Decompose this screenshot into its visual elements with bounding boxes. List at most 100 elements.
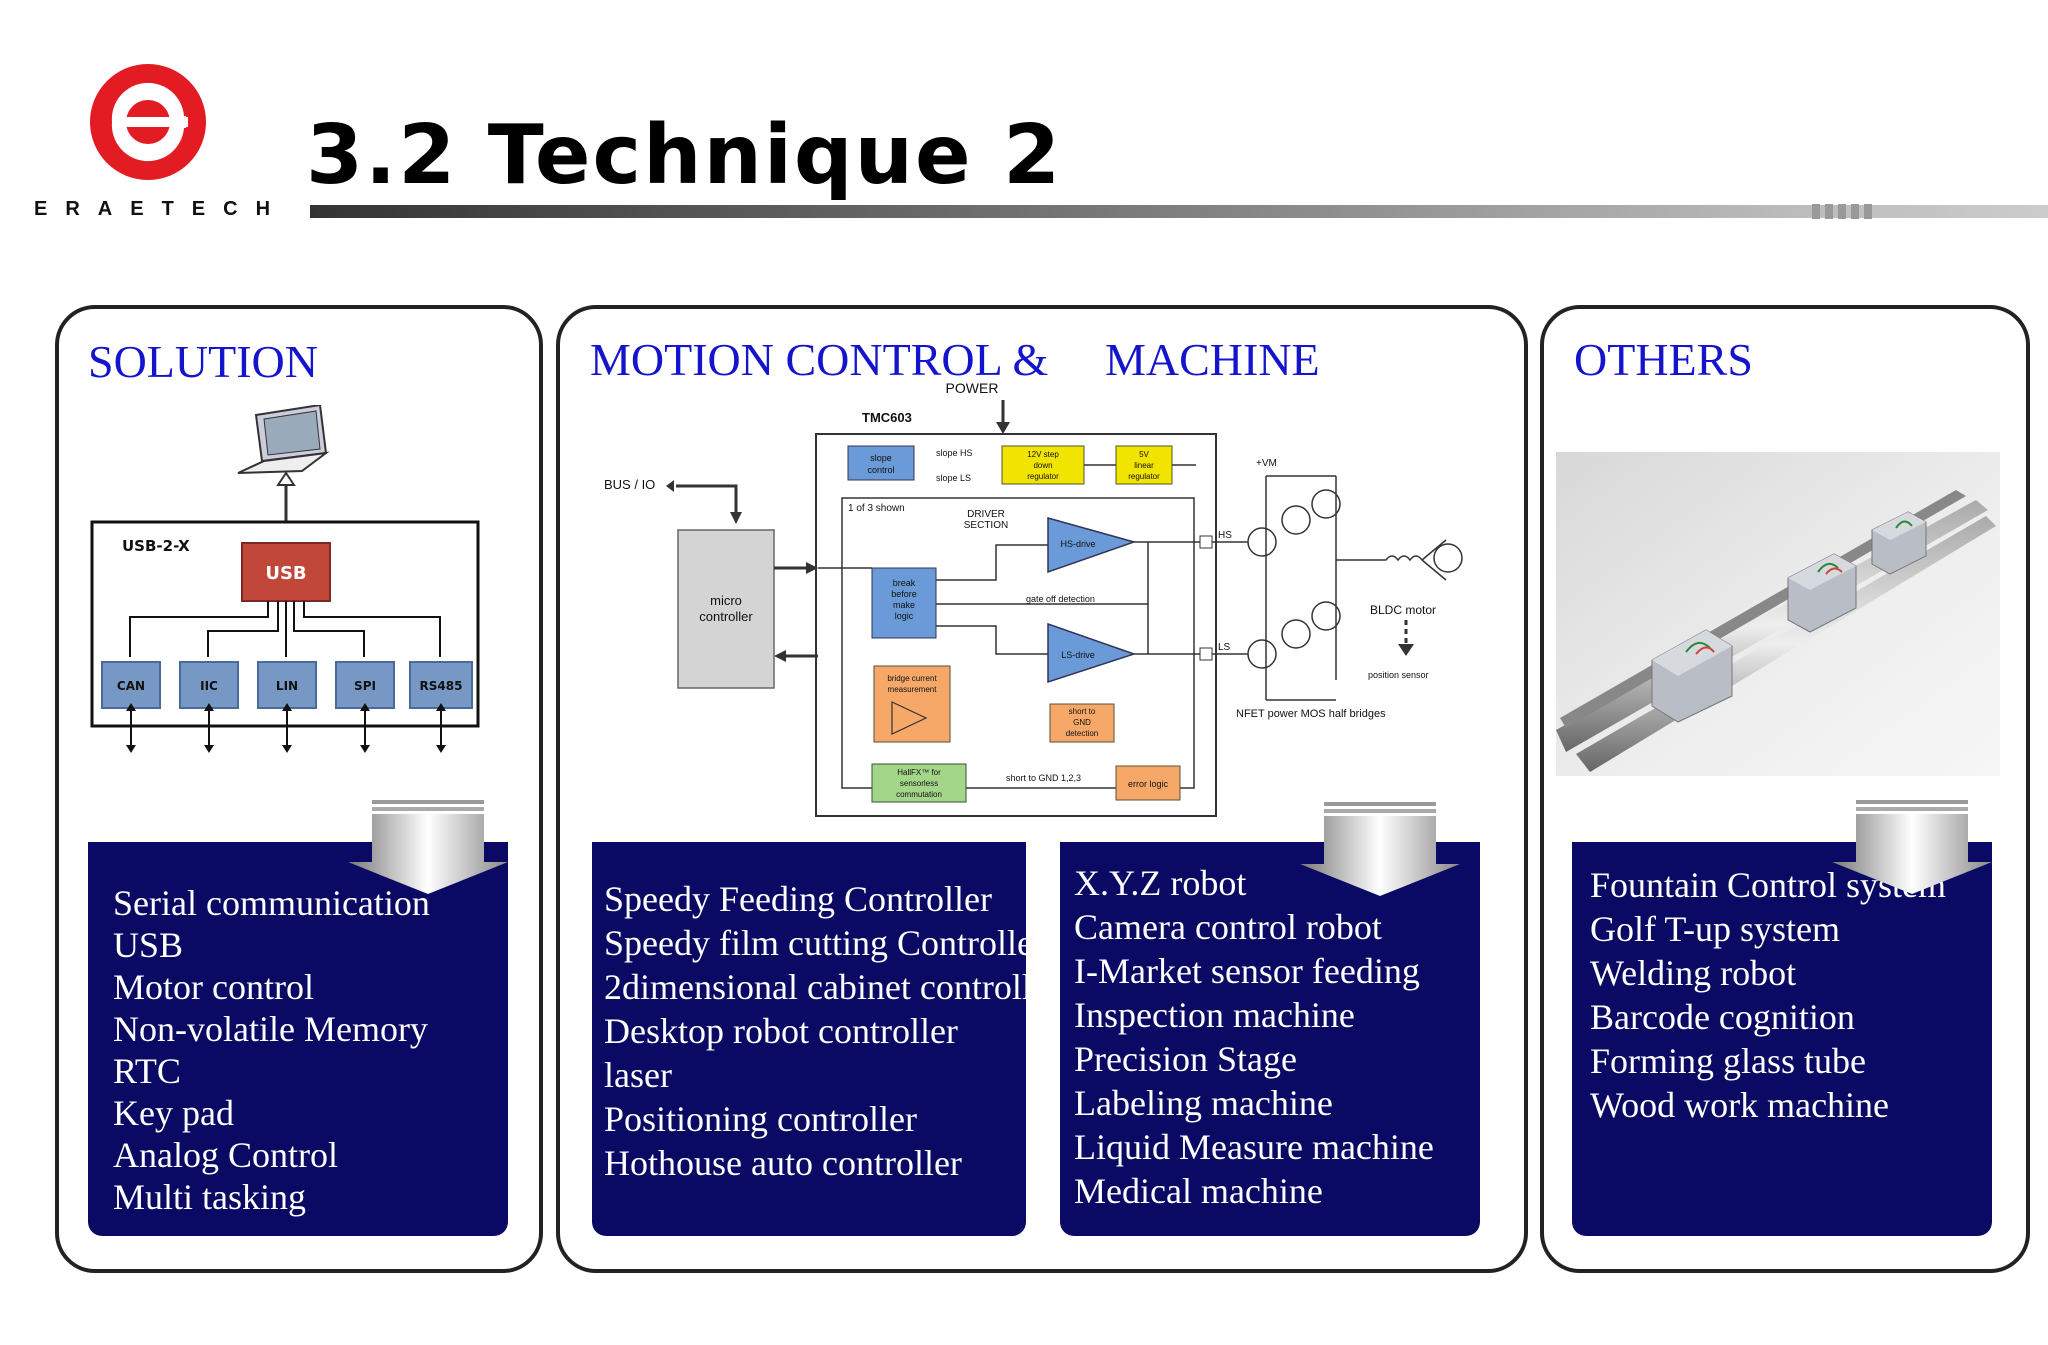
- list-item: Speedy film cutting Controller: [604, 923, 1026, 963]
- reg12-label-2: down: [1033, 461, 1052, 470]
- short-gnd-det-label-2: GND: [1073, 718, 1091, 727]
- gate-off-label: gate off detection: [1026, 594, 1095, 604]
- hallfx-label-1: HallFX™ for: [897, 768, 941, 777]
- usb-2-x-label: USB-2-X: [122, 537, 190, 555]
- list-item: Medical machine: [1074, 1171, 1323, 1211]
- slope-hs-label: slope HS: [936, 448, 973, 458]
- list-item: X.Y.Z robot: [1074, 863, 1247, 903]
- reg12-label-3: regulator: [1027, 472, 1059, 481]
- list-item: Serial communication: [113, 883, 430, 923]
- hallfx-label-3: commutation: [896, 790, 942, 799]
- list-item: RTC: [113, 1051, 181, 1091]
- list-item: Camera control robot: [1074, 907, 1382, 947]
- slope-control-label-2: control: [867, 465, 894, 475]
- position-sensor-label: position sensor: [1368, 670, 1429, 680]
- interface-iic: IIC: [200, 679, 218, 693]
- micro-label: micro: [710, 593, 742, 608]
- ls-drive-label: LS-drive: [1061, 650, 1095, 660]
- interface-spi: SPI: [354, 679, 376, 693]
- hallfx-label-2: sensorless: [900, 779, 938, 788]
- nfet-label: NFET power MOS half bridges: [1236, 708, 1386, 720]
- list-item: USB: [113, 925, 184, 965]
- bridge-current-label-2: measurement: [888, 685, 938, 694]
- list-item: laser: [604, 1055, 672, 1095]
- tmc603-block-diagram: POWER TMC603 BUS / IO micro controller s…: [604, 380, 1463, 817]
- down-arrow-icon: [1832, 800, 1992, 894]
- list-item: Speedy Feeding Controller: [604, 879, 992, 919]
- list-item: Key pad: [113, 1093, 234, 1133]
- solution-list-box: Serial communication USB Motor control N…: [88, 842, 508, 1236]
- list-item: Wood work machine: [1590, 1085, 1890, 1125]
- logo-wordmark: ERAETECH: [34, 198, 289, 220]
- title-underline-bar: [310, 205, 2048, 218]
- ls-pin-label: LS: [1218, 642, 1231, 653]
- bus-io-label: BUS / IO: [604, 477, 655, 492]
- bbm-label-2: before: [891, 589, 917, 599]
- bbm-label-1: break: [893, 578, 916, 588]
- slope-control-label-1: slope: [870, 453, 892, 463]
- hs-pin-label: HS: [1218, 530, 1232, 541]
- list-item: Precision Stage: [1074, 1039, 1297, 1079]
- list-item: Motor control: [113, 967, 314, 1007]
- error-logic-label: error logic: [1128, 779, 1169, 789]
- slope-ls-label: slope LS: [936, 473, 971, 483]
- others-title: OTHERS: [1574, 334, 1753, 385]
- list-item: Analog Control: [113, 1135, 338, 1175]
- down-arrow-icon: [1300, 802, 1460, 896]
- reg12-label-1: 12V step: [1027, 450, 1059, 459]
- controller-label: controller: [699, 609, 753, 624]
- machine-title: MACHINE: [1105, 334, 1320, 385]
- list-item: Liquid Measure machine: [1074, 1127, 1434, 1167]
- others-list-box: Fountain Control system Golf T-up system…: [1572, 842, 1992, 1236]
- driver-section-label-2: SECTION: [964, 520, 1008, 531]
- interface-lin: LIN: [276, 679, 298, 693]
- bbm-label-3: make: [893, 600, 915, 610]
- motion-list-box-right: X.Y.Z robot Camera control robot I-Marke…: [1060, 842, 1480, 1236]
- others-list: Fountain Control system Golf T-up system…: [1590, 864, 1946, 1128]
- list-item: Barcode cognition: [1590, 997, 1855, 1037]
- bbm-label-4: logic: [895, 611, 914, 621]
- usb-2-x-diagram: USB-2-X USB CAN IIC LIN SPI RS485: [90, 405, 480, 753]
- linear-stage-photo: [1556, 452, 2000, 776]
- eraetech-logo-icon: [90, 64, 206, 180]
- bldc-motor-label: BLDC motor: [1370, 603, 1436, 617]
- driver-section-label-1: DRIVER: [967, 509, 1005, 520]
- motion-list-box-left: Speedy Feeding Controller Speedy film cu…: [592, 842, 1026, 1236]
- list-item: Desktop robot controller: [604, 1011, 958, 1051]
- page-title: 3.2 Technique 2: [306, 108, 1063, 203]
- list-item: Forming glass tube: [1590, 1041, 1866, 1081]
- one-of-3-label: 1 of 3 shown: [848, 503, 905, 514]
- reg5-label-3: regulator: [1128, 472, 1160, 481]
- usb-block-label: USB: [265, 563, 306, 584]
- down-arrow-icon: [348, 800, 508, 894]
- list-item: Hothouse auto controller: [604, 1143, 962, 1183]
- motion-list-left: Speedy Feeding Controller Speedy film cu…: [604, 878, 1026, 1186]
- bridge-current-label-1: bridge current: [887, 674, 937, 683]
- list-item: Welding robot: [1590, 953, 1797, 993]
- motion-control-title: MOTION CONTROL &: [590, 334, 1049, 385]
- motion-list-right: X.Y.Z robot Camera control robot I-Marke…: [1074, 862, 1434, 1214]
- solution-list: Serial communication USB Motor control N…: [113, 882, 430, 1218]
- power-label: POWER: [946, 380, 999, 396]
- list-item: 2dimensional cabinet controller: [604, 967, 1026, 1007]
- list-item: I-Market sensor feeding: [1074, 951, 1420, 991]
- short-gnd-det-label-3: detection: [1066, 729, 1098, 738]
- list-item: Inspection machine: [1074, 995, 1355, 1035]
- list-item: Multi tasking: [113, 1177, 307, 1217]
- list-item: Golf T-up system: [1590, 909, 1841, 949]
- list-item: Non-volatile Memory: [113, 1009, 428, 1049]
- chip-label: TMC603: [862, 410, 912, 425]
- title-bar-blocks: [1812, 204, 1872, 219]
- reg5-label-2: linear: [1134, 461, 1154, 470]
- list-item: Labeling machine: [1074, 1083, 1333, 1123]
- solution-title: SOLUTION: [88, 336, 318, 387]
- list-item: Positioning controller: [604, 1099, 917, 1139]
- short-gnd-123-label: short to GND 1,2,3: [1006, 773, 1081, 783]
- interface-rs485: RS485: [420, 679, 463, 693]
- short-gnd-det-label-1: short to: [1069, 707, 1096, 716]
- interface-can: CAN: [117, 679, 145, 693]
- reg5-label-1: 5V: [1139, 450, 1149, 459]
- laptop-icon: [237, 405, 330, 474]
- vm-label: +VM: [1256, 458, 1277, 469]
- hs-drive-label: HS-drive: [1060, 539, 1095, 549]
